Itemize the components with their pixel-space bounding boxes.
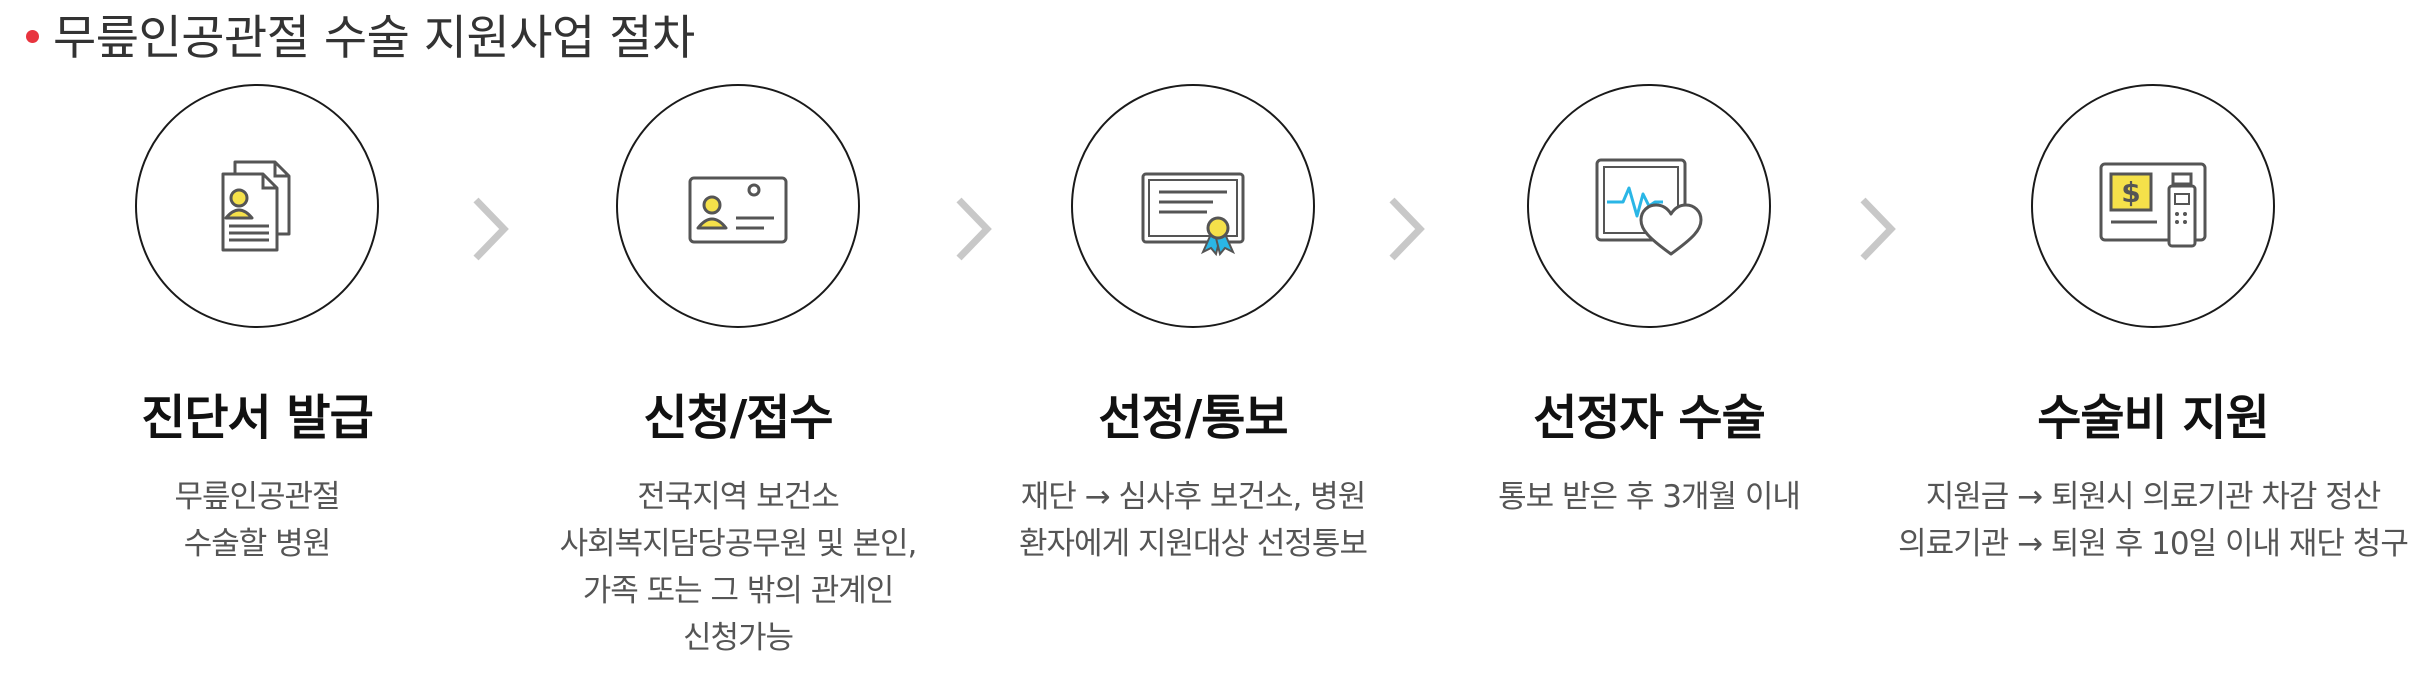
step-3-description: 재단 → 심사후 보건소, 병원 환자에게 지원대상 선정통보 xyxy=(913,474,1473,568)
step-2-title: 신청/접수 xyxy=(643,390,833,446)
step-5-title: 수술비 지원 xyxy=(2037,390,2270,446)
step-1-title: 진단서 발급 xyxy=(141,390,374,446)
step-5-description: 지원금 → 퇴원시 의료기관 차감 정산 의료기관 → 퇴원 후 10일 이내 … xyxy=(1873,474,2418,568)
description-line: 환자에게 지원대상 선정통보 xyxy=(1019,526,1368,562)
chevron-right-icon xyxy=(1384,194,1430,264)
step-4-description: 통보 받은 후 3개월 이내 xyxy=(1369,474,1929,521)
description-line: 가족 또는 그 밖의 관계인 xyxy=(582,573,895,609)
bullet-dot-icon xyxy=(26,29,39,43)
heart-monitor-icon xyxy=(1595,158,1703,256)
payment-terminal-icon: $ xyxy=(2099,162,2207,248)
step-1-circle xyxy=(135,84,379,328)
chevron-right-icon xyxy=(468,194,514,264)
chevron-right-icon xyxy=(1855,194,1901,264)
description-line: 통보 받은 후 3개월 이내 xyxy=(1498,479,1801,515)
description-line: 무릎인공관절 xyxy=(174,479,340,515)
step-4-circle xyxy=(1527,84,1771,328)
description-line: 사회복지담당공무원 및 본인, xyxy=(559,526,918,562)
description-line: 신청가능 xyxy=(682,620,794,656)
step-2-description: 전국지역 보건소 사회복지담당공무원 및 본인, 가족 또는 그 밖의 관계인 … xyxy=(458,474,1018,662)
page-title: 무릎인공관절 수술 지원사업 절차 xyxy=(53,10,695,66)
step-1-description: 무릎인공관절 수술할 병원 xyxy=(0,474,537,568)
step-2-circle xyxy=(616,84,860,328)
step-4-title: 선정자 수술 xyxy=(1533,390,1766,446)
certificate-icon xyxy=(1141,172,1245,257)
description-line: 수술할 병원 xyxy=(183,526,331,562)
description-line: 전국지역 보건소 xyxy=(637,479,840,515)
step-3-title: 선정/통보 xyxy=(1098,390,1288,446)
section-header: 무릎인공관절 수술 지원사업 절차 xyxy=(26,2,695,66)
description-line: 재단 → 심사후 보건소, 병원 xyxy=(1020,479,1366,515)
id-card-icon xyxy=(688,176,788,244)
description-line: 의료기관 → 퇴원 후 10일 이내 재단 청구 xyxy=(1898,526,2409,562)
document-person-icon xyxy=(221,160,291,252)
svg-text:$: $ xyxy=(2121,176,2140,209)
step-3-circle xyxy=(1071,84,1315,328)
description-line: 지원금 → 퇴원시 의료기관 차감 정산 xyxy=(1925,479,2382,515)
step-5-circle: $ xyxy=(2031,84,2275,328)
chevron-right-icon xyxy=(951,194,997,264)
